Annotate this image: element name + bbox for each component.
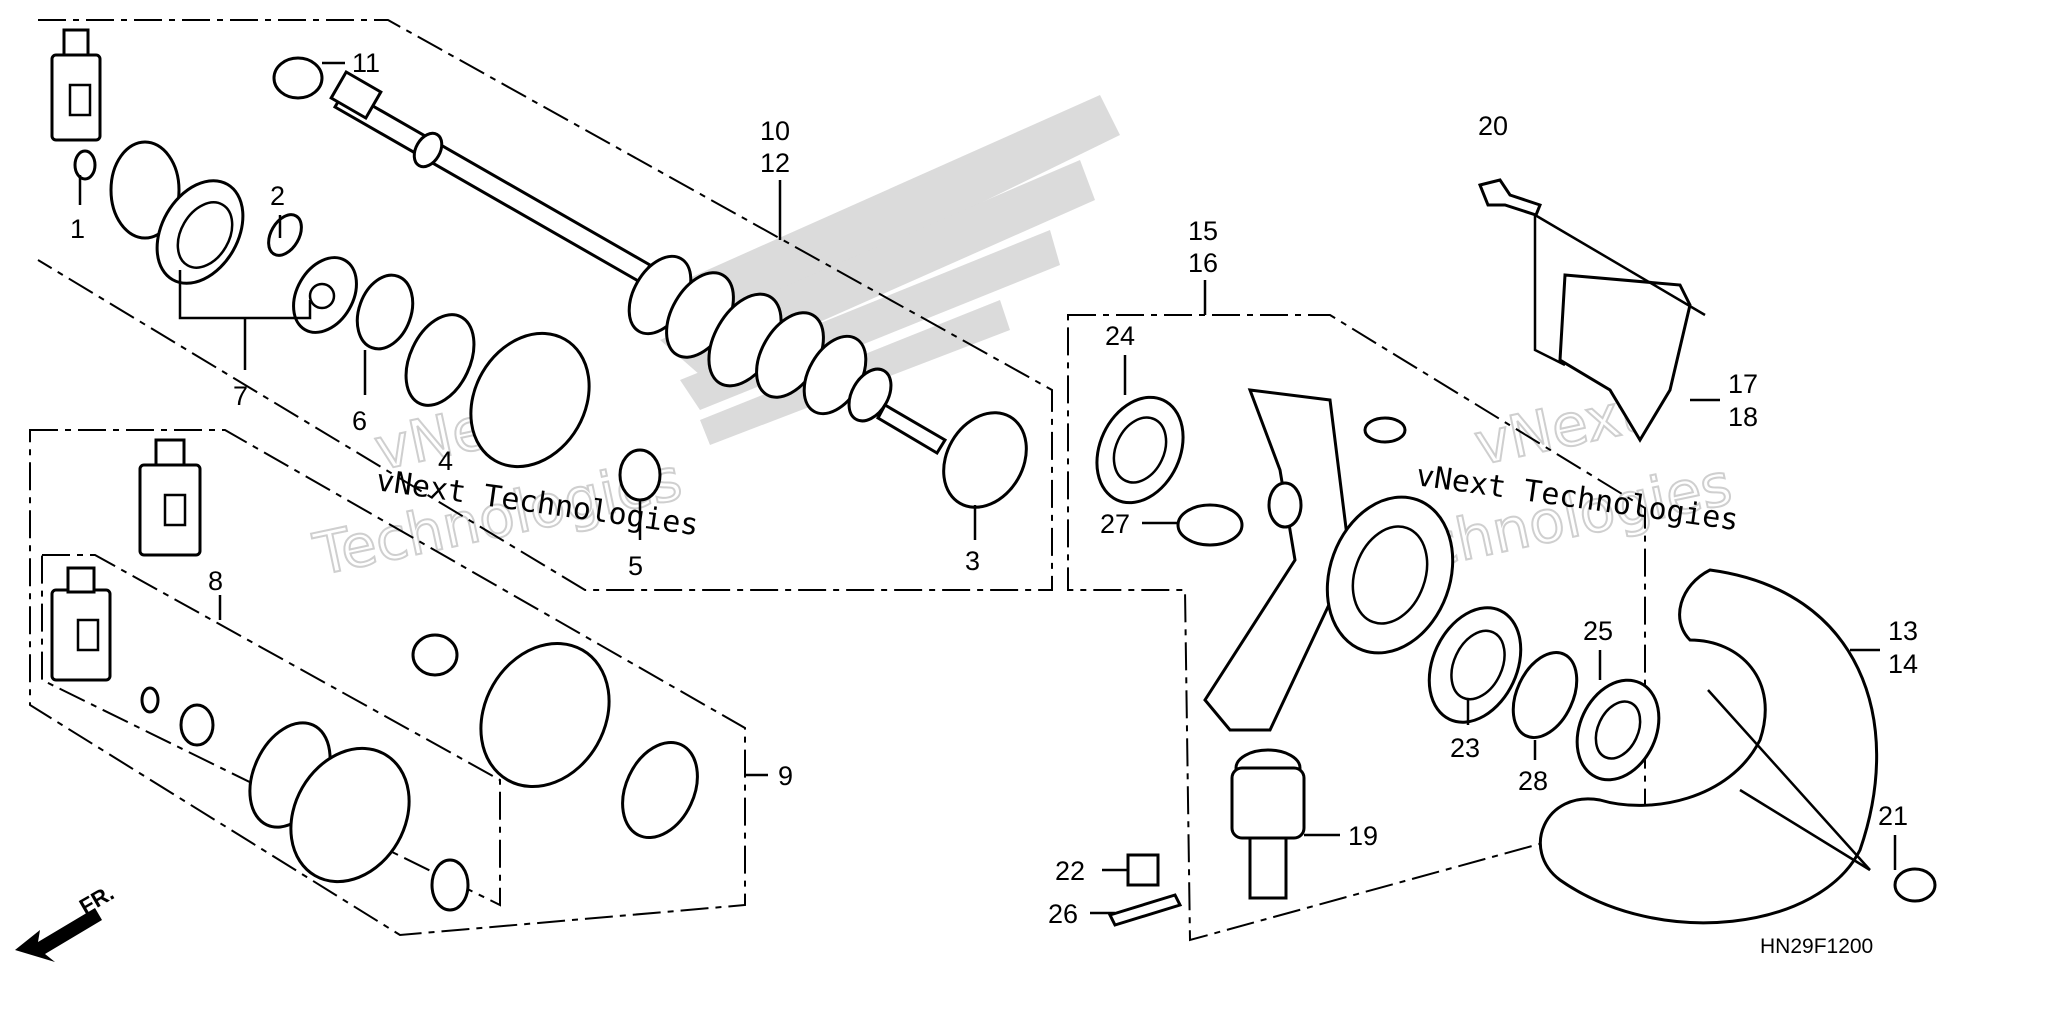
callout-13: 13	[1888, 616, 1918, 646]
clamp-11	[272, 56, 324, 100]
band-3	[942, 411, 1028, 509]
grease-bottle-icon	[50, 566, 112, 682]
knuckle-box-15	[1067, 314, 1646, 942]
callout-25: 25	[1583, 616, 1613, 646]
inner-joint	[109, 140, 358, 334]
diagram-code: HN29F1200	[1760, 935, 1873, 958]
callout-6: 6	[352, 406, 367, 436]
circlip-28	[1511, 651, 1579, 739]
brake-disc-cover	[1538, 568, 1879, 925]
bearing-23-inner	[1450, 629, 1506, 701]
castle-nut-22	[1126, 853, 1160, 887]
grease-bottle-icon	[50, 28, 102, 142]
callout-28: 28	[1518, 766, 1548, 796]
bolt-21	[1893, 867, 1937, 903]
inner-box-8	[41, 554, 501, 907]
callout-5: 5	[628, 551, 643, 581]
seal-25-inner	[1594, 700, 1642, 760]
leader-21b	[1739, 788, 1871, 872]
callout-24: 24	[1105, 321, 1135, 351]
callout-15: 15	[1188, 216, 1218, 246]
kit-ring	[140, 686, 160, 714]
callout-8: 8	[208, 566, 223, 596]
callout-12: 12	[760, 148, 790, 178]
seal-25	[1575, 678, 1661, 782]
callout-22: 22	[1055, 856, 1085, 886]
drive-shaft	[329, 69, 948, 456]
bracket-17	[1558, 273, 1692, 443]
steering-knuckle	[1203, 388, 1455, 732]
boot-inner	[469, 331, 591, 469]
leader-20-17	[1533, 215, 1566, 367]
callout-10: 10	[760, 116, 790, 146]
band-4	[404, 313, 476, 407]
callout-27: 27	[1100, 509, 1130, 539]
clamp-5	[618, 448, 662, 502]
bolt-20	[1477, 178, 1542, 217]
callout-7: 7	[233, 381, 248, 411]
callout-11: 11	[352, 48, 380, 78]
callout-17: 17	[1728, 369, 1758, 399]
grease-bottle-icon	[138, 438, 202, 557]
kit-clip	[179, 703, 215, 747]
callout-23: 23	[1450, 733, 1480, 763]
callout-4: 4	[438, 446, 453, 476]
ball-joint	[1230, 748, 1306, 900]
circlip-6	[355, 273, 415, 351]
front-label: FR.	[75, 880, 118, 919]
callout-20: 20	[1478, 111, 1508, 141]
callout-19: 19	[1348, 821, 1378, 851]
seal-24-inner	[1112, 416, 1168, 484]
circlip-27	[1176, 503, 1244, 547]
kit-boot-outer	[479, 641, 611, 789]
callout-3: 3	[965, 546, 980, 576]
kit-boot	[289, 746, 411, 884]
callout-2: 2	[270, 181, 285, 211]
callout-21: 21	[1878, 801, 1908, 831]
boot-kit-box-9	[29, 429, 746, 937]
leader-21	[1707, 689, 1871, 871]
kit-clamp-top	[411, 633, 459, 677]
cotter-pin-26	[1107, 893, 1183, 927]
callout-14: 14	[1888, 649, 1918, 679]
callout-9: 9	[778, 761, 793, 791]
axle-kit-box	[37, 19, 1053, 591]
kit-clamp	[430, 858, 470, 912]
callout-18: 18	[1728, 402, 1758, 432]
callout-1: 1	[70, 214, 85, 244]
kit-band-outer	[621, 740, 699, 840]
front-direction-arrow-icon	[15, 908, 102, 962]
callout-26: 26	[1048, 899, 1078, 929]
ring-1	[73, 149, 97, 181]
callout-16: 16	[1188, 248, 1218, 278]
seal-24	[1095, 395, 1185, 505]
leader-20-17b	[1534, 213, 1706, 317]
